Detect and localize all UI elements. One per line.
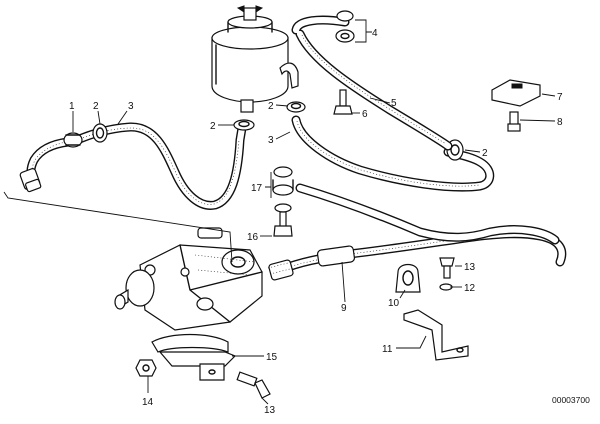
callout-13: 13 — [264, 405, 276, 416]
callout-3: 3 — [268, 135, 274, 146]
callout-labels: 1 2 3 2 2 3 4 5 6 7 8 2 17 16 9 10 13 12… — [69, 28, 563, 416]
callout-13: 13 — [464, 262, 476, 273]
bracket-7 — [491, 79, 541, 107]
hose-clamp-reservoir-right — [286, 101, 306, 113]
callout-1: 1 — [69, 101, 75, 112]
callout-2: 2 — [93, 101, 99, 112]
callout-2: 2 — [268, 101, 274, 112]
callout-7: 7 — [557, 92, 563, 103]
callout-5: 5 — [391, 98, 397, 109]
bracket-11 — [403, 309, 469, 361]
callout-2: 2 — [482, 148, 488, 159]
suction-hose — [70, 122, 247, 210]
callout-10: 10 — [388, 298, 400, 309]
fluid-reservoir — [211, 5, 299, 113]
left-hose-fitting — [19, 132, 83, 193]
callout-6: 6 — [362, 109, 368, 120]
callout-17: 17 — [251, 183, 263, 194]
callout-8: 8 — [557, 117, 563, 128]
cooling-loop-hose — [291, 15, 453, 151]
grommet-clip — [335, 10, 355, 43]
return-hose — [291, 115, 495, 192]
callout-16: 16 — [247, 232, 259, 243]
bolt-16 — [273, 203, 293, 237]
clamp-bracket-15 — [151, 333, 237, 381]
callout-2: 2 — [210, 121, 216, 132]
screw-8 — [507, 111, 521, 132]
callout-11: 11 — [382, 344, 393, 355]
bolt-6 — [333, 89, 353, 115]
cooler-pipe — [295, 183, 560, 245]
hose-clamp-reservoir-left — [233, 119, 255, 131]
callout-12: 12 — [464, 283, 476, 294]
callout-9: 9 — [341, 303, 347, 314]
leader-lines — [3, 19, 556, 405]
bolt-13-top — [439, 257, 455, 279]
hose-clamp-left — [92, 123, 108, 143]
rubber-mount-10 — [395, 263, 421, 293]
callout-15: 15 — [266, 352, 278, 363]
clamp-17 — [272, 166, 294, 196]
steering-pump — [114, 227, 263, 331]
callout-14: 14 — [142, 397, 154, 408]
bolt-13-bottom — [236, 371, 271, 399]
callout-3: 3 — [128, 101, 134, 112]
nut-14 — [135, 359, 157, 377]
callout-4: 4 — [372, 28, 378, 39]
document-number: 00003700 — [552, 395, 590, 405]
